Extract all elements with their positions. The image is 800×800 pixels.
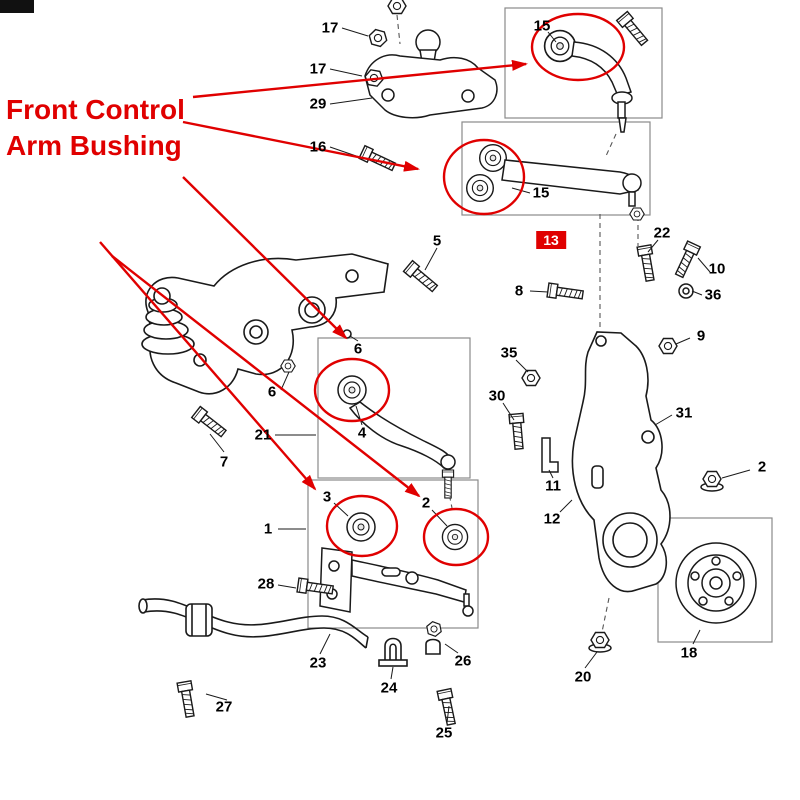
callout-27: 27 (215, 698, 233, 716)
subframe (141, 253, 441, 440)
red-arrow-1 (192, 59, 528, 99)
nut-top-edge (387, 0, 407, 15)
callout-1: 1 (263, 520, 273, 538)
nut-17-a (366, 27, 390, 49)
annotation-title-line2: Arm Bushing (6, 130, 182, 162)
bolt-arm21 (441, 469, 455, 499)
callout-15-a: 15 (533, 17, 551, 35)
highlight-circle-bushing-4 (313, 357, 391, 423)
callout-2-right: 2 (757, 458, 767, 476)
callout-5: 5 (432, 232, 442, 250)
red-arrow-2 (182, 120, 420, 172)
bolt-27 (176, 679, 198, 719)
bolt-22 (636, 244, 658, 283)
callout-16: 16 (309, 138, 327, 156)
front-control-arm-13 (465, 143, 645, 221)
lower-arm-1 (296, 512, 474, 617)
callout-30: 30 (488, 387, 506, 405)
callout-26: 26 (454, 652, 472, 670)
group-boxes (307, 7, 773, 643)
red-annotations (99, 12, 626, 567)
bushing-15-top (543, 29, 577, 63)
callout-22: 22 (653, 224, 671, 242)
bolt-30 (508, 412, 527, 451)
bolt-10 (672, 240, 702, 280)
bushing-15-upper (478, 143, 508, 173)
callout-9: 9 (696, 327, 706, 345)
red-arrow-5 (111, 255, 421, 498)
upper-control-arm-15 (543, 10, 651, 133)
callout-6-b: 6 (267, 383, 277, 401)
callout-7: 7 (219, 453, 229, 471)
annotation-title-line1: Front Control (6, 94, 185, 125)
bracket-11 (541, 437, 559, 473)
callout-10: 10 (708, 260, 726, 278)
bolt-5 (402, 259, 441, 295)
highlight-circle-arm13-bushings (442, 138, 526, 216)
callout-31: 31 (675, 404, 693, 422)
upper-bracket-29 (358, 0, 498, 174)
red-arrow-4 (99, 241, 317, 491)
highlight-circle-bushing-2 (422, 507, 490, 567)
assembly-dashed-lines (396, 14, 639, 633)
bolt-top-right (615, 10, 651, 49)
nut-6 (280, 359, 296, 373)
callout-35: 35 (500, 344, 518, 362)
bushing-4 (337, 375, 367, 405)
callout-24: 24 (380, 679, 398, 697)
callout-23: 23 (309, 654, 327, 672)
callout-18: 18 (680, 644, 698, 662)
callout-36: 36 (704, 286, 722, 304)
annotation-title: Front Control Arm Bushing (6, 92, 185, 165)
clamp-26 (423, 619, 445, 655)
callout-21: 21 (254, 426, 272, 444)
callout-12: 12 (543, 510, 561, 528)
callout-3: 3 (322, 488, 332, 506)
steering-knuckle-12 (571, 331, 671, 593)
callout-29: 29 (309, 95, 327, 113)
nut-35 (521, 369, 541, 387)
callout-4: 4 (357, 424, 367, 442)
nut-9 (658, 337, 678, 355)
bushing-2 (441, 523, 469, 551)
bushing-15-lower (465, 173, 495, 203)
leader-lines (205, 27, 751, 724)
callout-8: 8 (514, 282, 524, 300)
callout-2-mid: 2 (421, 494, 431, 512)
nut-arm13-stud (629, 207, 645, 221)
callout-25: 25 (435, 724, 453, 742)
bar-clamp (185, 603, 213, 637)
callout-6-a: 6 (353, 340, 363, 358)
bushing-3 (346, 512, 376, 542)
callout-15-b: 15 (532, 184, 550, 202)
callout-11: 11 (545, 477, 561, 495)
stabilizer-bar-23 (138, 598, 459, 727)
bolt-8 (546, 282, 585, 303)
flange-nut-20 (588, 631, 612, 653)
red-arrow-3 (182, 176, 348, 340)
highlight-circle-top-bushing (530, 12, 626, 82)
lower-arm-21 (337, 375, 456, 499)
corner-watermark (0, 0, 34, 13)
callout-20: 20 (574, 668, 592, 686)
callout-13-highlighted: 13 (536, 231, 566, 249)
clamp-24 (378, 637, 408, 667)
callout-28: 28 (257, 575, 275, 593)
highlight-circle-bushing-3 (325, 494, 399, 558)
callout-17-b: 17 (309, 60, 327, 78)
callout-17-a: 17 (321, 19, 339, 37)
flange-nut-2-right (700, 470, 724, 492)
wheel-hub-18 (675, 542, 757, 624)
